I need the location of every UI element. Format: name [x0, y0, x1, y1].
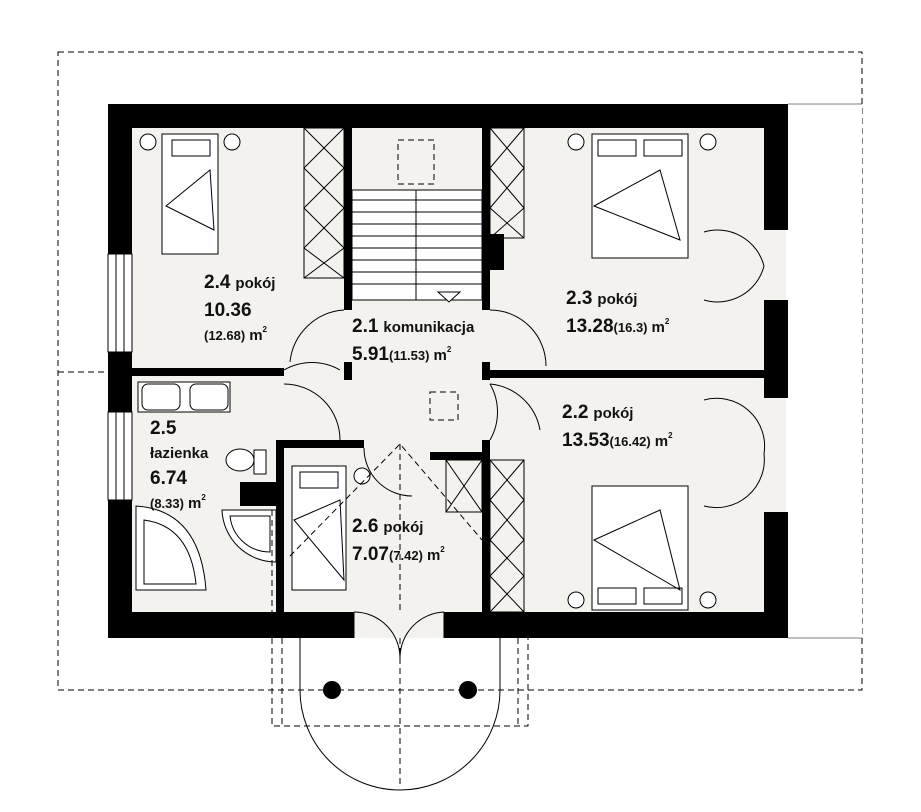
stair-steps	[352, 199, 482, 285]
staircase	[351, 139, 483, 303]
room-unit: m	[433, 347, 446, 364]
room-id: 2.4	[204, 272, 231, 293]
room-unit: m	[188, 495, 201, 512]
room-label-2-5: 2.5 łazienka 6.74 (8.33) m2	[150, 418, 209, 512]
room-area: 13.53	[562, 430, 610, 451]
room-area-total: (12.68)	[204, 328, 245, 343]
exterior-walls	[108, 104, 788, 638]
room-unit: m	[652, 319, 665, 336]
room-area: 7.07	[352, 544, 389, 565]
shower	[221, 509, 277, 563]
room-id: 2.3	[566, 288, 592, 309]
toilet	[225, 448, 267, 475]
room-name: pokój	[593, 405, 633, 422]
room-area-total: (16.3)	[614, 320, 648, 335]
svg-text:7.07(7.42)m2: 7.07(7.42) m2	[352, 544, 445, 565]
room-label-2-3: 2.3 pokój 13.28(16.3) m2	[566, 288, 670, 337]
wardrobe-2-6	[445, 459, 483, 513]
room-name: pokój	[383, 519, 423, 536]
washbasins	[137, 381, 231, 413]
room-unit: m	[655, 433, 668, 450]
room-name: komunikacja	[383, 319, 475, 336]
room-unit-sup: 2	[263, 325, 268, 334]
bed-2-3	[567, 133, 717, 259]
wardrobe-2-4	[303, 127, 345, 279]
svg-text:5.91(11.53)m2: 5.91(11.53) m2	[352, 344, 452, 365]
room-label-2-2: 2.2 pokój 13.53(16.42) m2	[562, 402, 673, 451]
wardrobe-2-3	[489, 127, 525, 239]
room-unit-sup: 2	[440, 545, 445, 554]
svg-text:13.28(16.3)m2: 13.28(16.3) m2	[566, 316, 670, 337]
svg-text:13.53(16.42)m2: 13.53(16.42) m2	[562, 430, 673, 451]
room-unit: m	[427, 547, 440, 564]
room-name: pokój	[235, 275, 275, 292]
room-area: 6.74	[150, 468, 187, 489]
bed-2-2	[567, 485, 717, 611]
room-id: 2.5	[150, 418, 177, 439]
interior-walls	[132, 128, 764, 612]
room-name: pokój	[597, 291, 637, 308]
bathtub	[135, 505, 207, 591]
doors	[283, 229, 766, 659]
room-id: 2.2	[562, 402, 588, 423]
room-area: 10.36	[204, 300, 252, 321]
room-unit-sup: 2	[447, 345, 452, 354]
room-area-total: (7.42)	[389, 548, 423, 563]
room-unit-sup: 2	[668, 431, 673, 440]
room-unit-sup: 2	[201, 493, 206, 502]
room-area: 5.91	[352, 344, 389, 365]
svg-text:(12.68)m2: (12.68) m2	[204, 325, 268, 344]
room-id: 2.1	[352, 316, 379, 337]
room-unit-sup: 2	[665, 317, 670, 326]
room-id: 2.6	[352, 516, 378, 537]
room-unit: m	[249, 327, 262, 344]
bed-2-6	[291, 465, 371, 591]
room-area: 13.28	[566, 316, 614, 337]
room-label-2-6: 2.6 pokój 7.07(7.42) m2	[352, 516, 445, 565]
room-name: łazienka	[150, 445, 209, 462]
window-left	[107, 253, 133, 501]
room-area-total: (8.33)	[150, 496, 184, 511]
balcony	[299, 638, 501, 791]
wardrobe-2-2	[489, 459, 525, 613]
bed-2-4	[139, 133, 241, 255]
room-area-total: (11.53)	[389, 348, 429, 363]
room-area-total: (16.42)	[610, 434, 651, 449]
svg-text:(8.33)m2: (8.33) m2	[150, 493, 206, 512]
